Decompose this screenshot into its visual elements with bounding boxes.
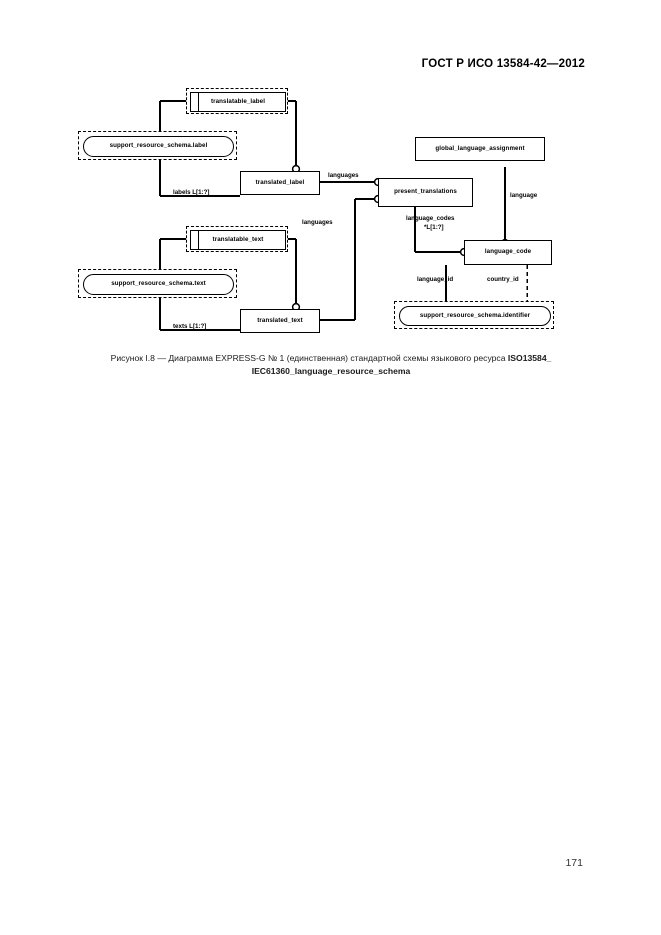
edge-label-languages-lower: languages [302,219,333,226]
node-label: language_code [484,248,532,256]
node-label: present_translations [394,188,457,196]
edge-label-country-id: country_id [487,276,519,283]
entity-tick-bar [198,230,199,250]
caption-line1-plain: Рисунок I.8 — Диаграмма EXPRESS-G № 1 (е… [110,353,508,363]
edge-label-languages-upper: languages [328,172,359,179]
figure-caption: Рисунок I.8 — Диаграмма EXPRESS-G № 1 (е… [50,352,612,379]
edge-label-language-vertical: language [510,192,538,199]
node-support-resource-schema-label[interactable]: support_resource_schema.label [83,136,234,157]
node-label: support_resource_schema.text [111,280,206,288]
caption-line1-bold: ISO13584_ [507,353,552,363]
node-label: support_resource_schema.identifier [419,311,531,319]
node-translated-label[interactable]: translated_label [240,171,320,195]
node-translatable-label-frame: translatable_label [186,88,288,114]
node-label: translated_text [257,316,303,324]
node-support-resource-schema-label-frame: support_resource_schema.label [78,131,237,160]
edge-label-language-id: language_id [417,276,454,283]
node-support-resource-schema-text-frame: support_resource_schema.text [78,269,237,298]
node-translatable-text-frame: translatable_text [186,226,288,252]
node-support-resource-schema-identifier[interactable]: support_resource_schema.identifier [399,306,551,326]
node-label: translatable_text [212,235,264,243]
node-label: translated_label [255,178,305,186]
entity-tick-bar [198,92,199,112]
caption-line2: IEC61360_language_resource_schema [251,366,411,377]
node-present-translations[interactable]: present_translations [378,178,473,207]
edge-label-labels-list: labels L[1:?] [173,189,210,196]
edge-label-language-codes: language_codes [406,215,455,222]
edge-label-texts-list: texts L[1:?] [173,323,207,330]
node-support-resource-schema-identifier-frame: support_resource_schema.identifier [394,301,554,329]
node-label: global_language_assignment [435,144,525,152]
node-language-code[interactable]: language_code [464,240,552,265]
edge-label-language-codes-cardinality: *L[1:?] [424,224,444,231]
node-label: support_resource_schema.label [109,142,208,150]
node-translatable-label[interactable]: translatable_label [190,92,286,112]
node-label: translatable_label [210,97,266,105]
standard-header: ГОСТ Р ИСО 13584-42—2012 [421,58,585,70]
node-translatable-text[interactable]: translatable_text [190,230,286,250]
express-g-diagram: translatable_label support_resource_sche… [0,0,661,345]
node-translated-text[interactable]: translated_text [240,309,320,333]
node-support-resource-schema-text[interactable]: support_resource_schema.text [83,274,234,295]
node-global-language-assignment[interactable]: global_language_assignment [415,137,545,161]
page-number: 171 [565,857,583,869]
